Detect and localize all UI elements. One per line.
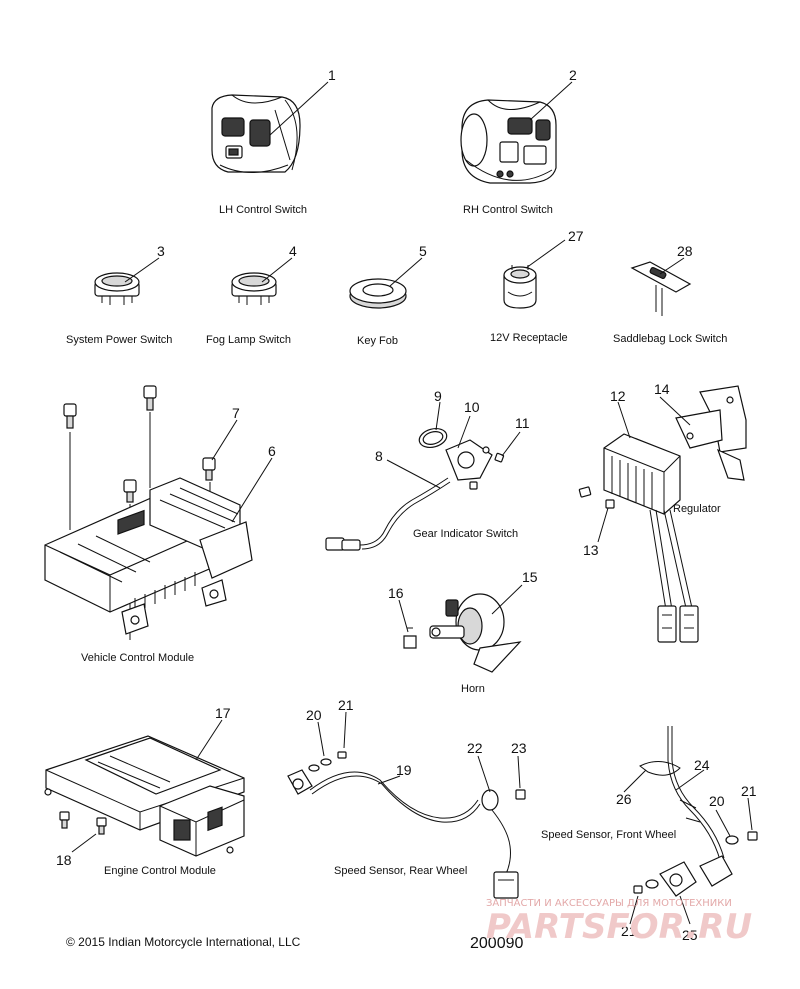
leader-1	[269, 81, 329, 136]
callout-17: 17	[215, 705, 231, 721]
12v-receptacle-label: 12V Receptacle	[490, 332, 568, 344]
rh-control-switch-drawing	[460, 99, 557, 184]
callout-21b: 21	[741, 783, 757, 799]
rear-speed-sensor-drawing	[287, 751, 526, 899]
callout-28: 28	[677, 243, 693, 259]
callout-26: 26	[616, 791, 632, 807]
callout-11: 11	[515, 415, 530, 431]
rh-control-switch-label: RH Control Switch	[463, 204, 553, 216]
callout-5: 5	[419, 243, 427, 259]
leader-6	[231, 457, 273, 523]
leader-7	[211, 419, 238, 461]
12v-receptacle-drawing	[503, 265, 537, 309]
engine-control-module-drawing	[44, 735, 245, 857]
leader-26	[623, 769, 647, 793]
callout-1: 1	[328, 67, 336, 83]
vehicle-control-module-label: Vehicle Control Module	[81, 652, 194, 664]
leader-4	[261, 257, 293, 283]
callout-23: 23	[511, 740, 527, 756]
leader-14	[659, 396, 691, 426]
figure-number: 200090	[470, 935, 523, 952]
callout-3: 3	[157, 243, 165, 259]
leader-19	[377, 775, 401, 785]
leader-12	[617, 401, 631, 439]
leader-3	[124, 257, 160, 283]
leader-2	[529, 81, 573, 121]
callout-4: 4	[289, 243, 297, 259]
leader-25	[679, 895, 691, 925]
watermark-site: PARTSFOR.RU	[486, 907, 752, 947]
callout-6: 6	[268, 443, 276, 459]
system-power-switch-drawing	[94, 272, 140, 305]
key-fob-drawing	[349, 278, 407, 309]
leader-18	[71, 833, 97, 853]
leader-23	[517, 755, 521, 789]
leader-17	[195, 719, 223, 761]
callout-16: 16	[388, 585, 404, 601]
saddlebag-lock-switch-label: Saddlebag Lock Switch	[613, 333, 727, 345]
leader-16	[398, 599, 409, 633]
leader-11	[501, 431, 521, 457]
leader-5	[389, 257, 423, 287]
callout-8: 8	[375, 448, 383, 464]
fog-lamp-switch-drawing	[231, 272, 277, 305]
leader-15	[491, 584, 523, 615]
callout-21a: 21	[338, 697, 354, 713]
regulator-label: Regulator	[673, 503, 721, 515]
leader-10	[457, 415, 471, 449]
callout-20a: 20	[306, 707, 322, 723]
leader-20a	[317, 721, 325, 757]
callout-9: 9	[434, 388, 442, 404]
gear-indicator-switch-label: Gear Indicator Switch	[413, 528, 518, 540]
leader-21b	[747, 797, 753, 831]
watermark-tagline: ЗАПЧАСТИ И АКСЕССУАРЫ ДЛЯ МОТОТЕХНИКИ	[486, 898, 732, 909]
callout-13: 13	[583, 542, 599, 558]
leader-28	[659, 257, 685, 275]
leader-27	[525, 239, 566, 269]
callout-24: 24	[694, 757, 710, 773]
rear-speed-sensor-label: Speed Sensor, Rear Wheel	[334, 865, 467, 877]
leader-8	[386, 459, 441, 489]
copyright-text: © 2015 Indian Motorcycle International, …	[66, 935, 301, 949]
fog-lamp-switch-label: Fog Lamp Switch	[206, 334, 291, 346]
horn-label: Horn	[461, 683, 485, 695]
leader-9	[435, 401, 441, 431]
gear-indicator-switch-drawing	[325, 427, 505, 551]
leader-21c	[629, 895, 639, 925]
horn-drawing	[403, 593, 522, 673]
leader-13	[597, 507, 609, 543]
engine-control-module-label: Engine Control Module	[104, 865, 216, 877]
leader-22	[477, 755, 491, 793]
callout-2: 2	[569, 67, 577, 83]
callout-18: 18	[56, 852, 72, 868]
lh-control-switch-drawing	[211, 94, 301, 173]
callout-19: 19	[396, 762, 412, 778]
callout-22: 22	[467, 740, 483, 756]
callout-15: 15	[522, 569, 538, 585]
callout-21c: 21	[621, 923, 637, 939]
front-speed-sensor-drawing	[633, 726, 758, 897]
saddlebag-lock-switch-drawing	[630, 261, 692, 316]
callout-27: 27	[568, 228, 584, 244]
callout-14: 14	[654, 381, 670, 397]
vehicle-control-module-drawing	[44, 385, 253, 640]
system-power-switch-label: System Power Switch	[66, 334, 172, 346]
leader-21a	[343, 711, 347, 749]
callout-7: 7	[232, 405, 240, 421]
leader-24	[675, 769, 705, 791]
callout-12: 12	[610, 388, 626, 404]
callout-20b: 20	[709, 793, 725, 809]
key-fob-label: Key Fob	[357, 335, 398, 347]
regulator-drawing	[578, 385, 747, 643]
callout-25: 25	[682, 927, 698, 943]
callout-10: 10	[464, 399, 480, 415]
lh-control-switch-label: LH Control Switch	[219, 204, 307, 216]
front-speed-sensor-label: Speed Sensor, Front Wheel	[541, 829, 676, 841]
leader-20b	[715, 809, 731, 837]
